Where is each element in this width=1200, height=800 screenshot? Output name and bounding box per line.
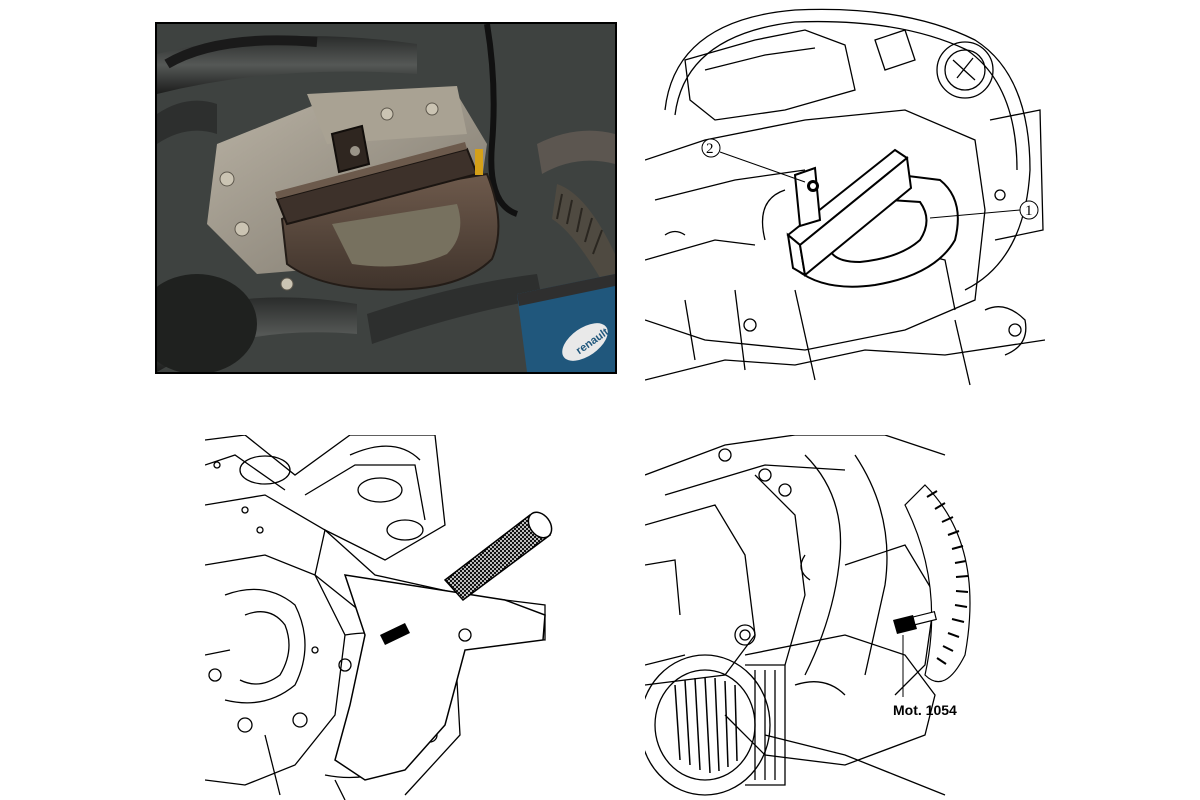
engine-photo-illustration: renault bbox=[157, 24, 615, 372]
engine-photo: renault bbox=[155, 22, 617, 374]
engine-top-view-diagram: 2 1 bbox=[645, 0, 1045, 398]
callout-1: 1 bbox=[1025, 203, 1033, 219]
flywheel-view-drawing: Mot. 1054 bbox=[645, 435, 971, 796]
engine-top-view-drawing: 2 1 bbox=[645, 8, 1045, 386]
crankshaft-view-diagram bbox=[205, 435, 565, 800]
battery-logo bbox=[562, 323, 608, 361]
tool-label-mot-1054: Mot. 1054 bbox=[893, 702, 957, 718]
crankshaft-view-drawing bbox=[205, 435, 553, 800]
callout-2: 2 bbox=[706, 141, 714, 157]
flywheel-view-diagram: Mot. 1054 bbox=[645, 435, 990, 800]
